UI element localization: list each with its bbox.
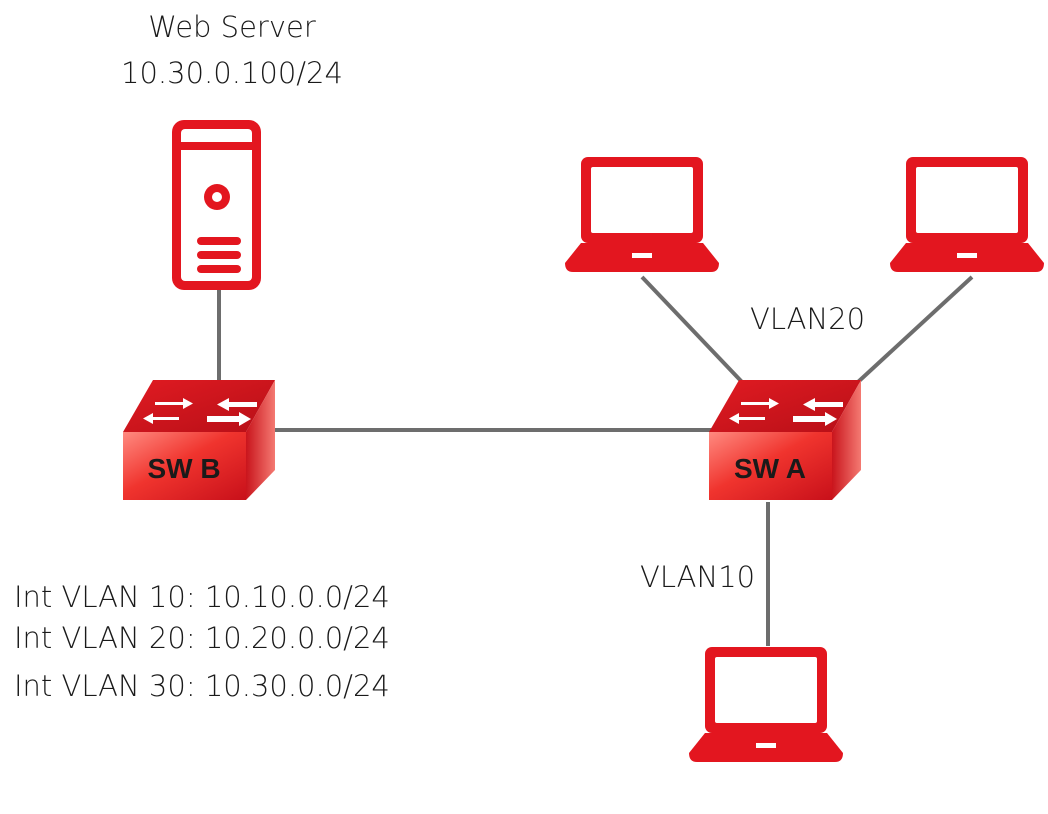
server-icon [172,120,261,290]
server-ip: 10.30.0.100/24 [121,56,343,90]
switch-b-label: SW B [147,453,220,484]
link-laptop2-swa [856,275,974,384]
switch-a: SW A [709,380,861,500]
interface-list: Int VLAN 10: 10.10.0.0/24 Int VLAN 20: 1… [14,580,390,703]
vlan10-label: VLAN10 [640,560,755,594]
server-title: Web Server [148,10,316,44]
link-laptop1-swa [640,275,744,384]
laptop-icon [890,157,1044,272]
interface-line: Int VLAN 10: 10.10.0.0/24 [14,580,390,614]
switch-a-label: SW A [734,453,806,484]
laptop-icon [565,157,719,272]
switch-b: SW B [123,380,275,500]
laptop-icon [689,647,843,762]
interface-line: Int VLAN 20: 10.20.0.0/24 [14,621,390,655]
interface-line: Int VLAN 30: 10.30.0.0/24 [14,669,390,703]
vlan20-label: VLAN20 [750,302,865,336]
